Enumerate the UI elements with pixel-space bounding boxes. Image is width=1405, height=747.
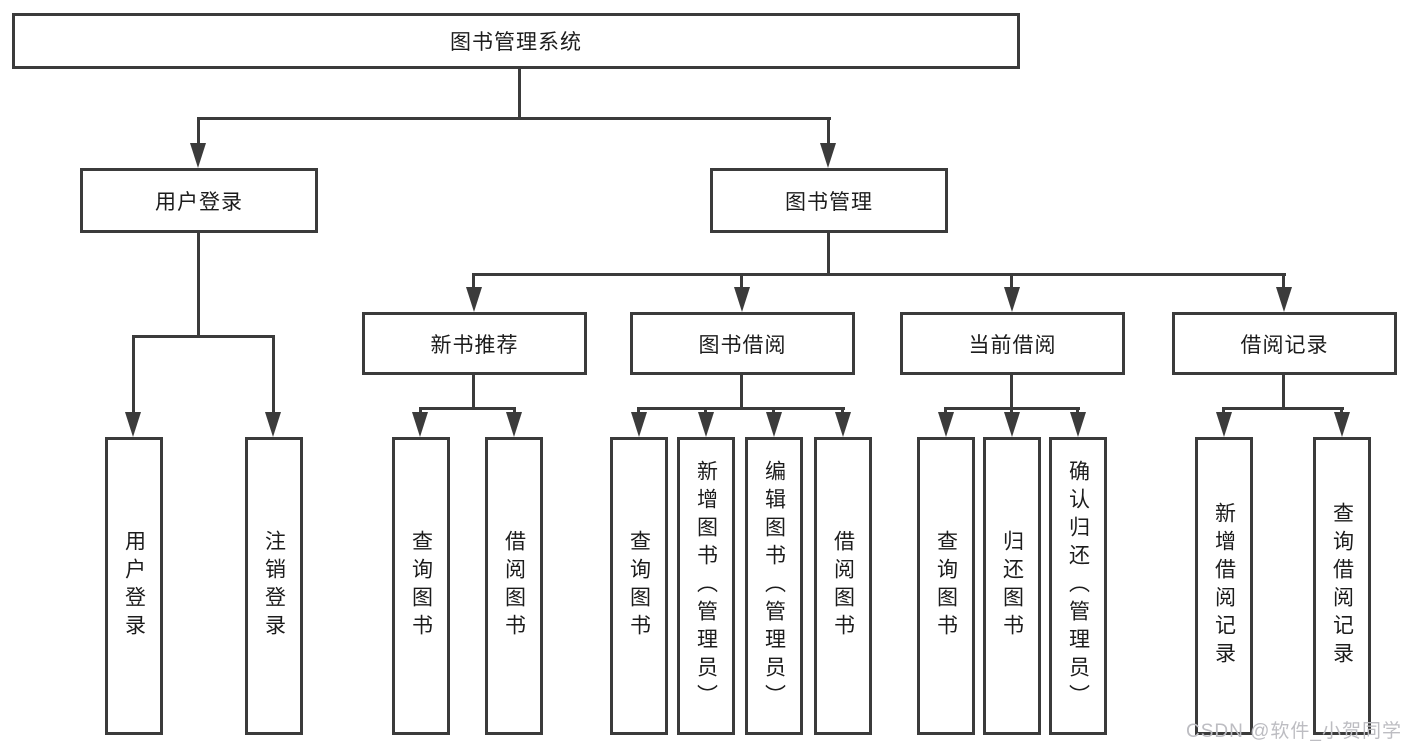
arrowhead-down-icon <box>835 412 851 437</box>
node-confirm-return-admin: 确认归还（管理员） <box>1049 437 1107 735</box>
arrowhead-down-icon <box>412 412 428 437</box>
node-query-borrow-record: 查询借阅记录 <box>1313 437 1371 735</box>
user-login-branch-line <box>132 335 275 338</box>
node-new-book-recommend: 新书推荐 <box>362 312 587 375</box>
arrowhead-down-icon <box>466 287 482 312</box>
connector-line <box>197 117 200 146</box>
connector-line <box>637 407 640 415</box>
connector-line <box>827 117 830 146</box>
node-query-books-borrowing: 查询图书 <box>610 437 668 735</box>
records-branch-line <box>1222 407 1344 410</box>
csdn-watermark: CSDN @软件_小贺同学 <box>1186 721 1402 742</box>
new-book-branch-line <box>419 407 516 410</box>
node-user-login: 用户登录 <box>80 168 318 233</box>
records-stub-line <box>1282 375 1285 407</box>
node-query-books-recommend: 查询图书 <box>392 437 450 735</box>
arrowhead-down-icon <box>1004 412 1020 437</box>
arrowhead-down-icon <box>125 412 141 437</box>
new-book-stub-line <box>472 375 475 407</box>
connector-line <box>1076 407 1079 415</box>
node-query-books-current: 查询图书 <box>917 437 975 735</box>
connector-line <box>1010 407 1013 415</box>
node-add-borrow-record: 新增借阅记录 <box>1195 437 1253 735</box>
book-management-stub-line <box>827 233 830 273</box>
arrowhead-down-icon <box>506 412 522 437</box>
node-edit-books-admin: 编辑图书（管理员） <box>745 437 803 735</box>
connector-line <box>272 335 275 415</box>
node-current-borrowing: 当前借阅 <box>900 312 1125 375</box>
node-return-books: 归还图书 <box>983 437 1041 735</box>
arrowhead-down-icon <box>938 412 954 437</box>
connector-line <box>772 407 775 415</box>
node-borrowing-records: 借阅记录 <box>1172 312 1397 375</box>
arrowhead-down-icon <box>1276 287 1292 312</box>
arrowhead-down-icon <box>698 412 714 437</box>
arrowhead-down-icon <box>766 412 782 437</box>
connector-line <box>1222 407 1225 415</box>
connector-line <box>1010 273 1013 289</box>
node-borrow-books-borrowing: 借阅图书 <box>814 437 872 735</box>
connector-line <box>132 335 135 415</box>
connector-line <box>704 407 707 415</box>
root-stub-line <box>518 69 521 117</box>
arrowhead-down-icon <box>820 143 836 168</box>
node-add-books-admin: 新增图书（管理员） <box>677 437 735 735</box>
current-borrowing-stub-line <box>1010 375 1013 407</box>
arrowhead-down-icon <box>734 287 750 312</box>
level3-branch-line <box>472 273 1286 276</box>
connector-line <box>472 273 475 289</box>
book-borrowing-stub-line <box>740 375 743 407</box>
arrowhead-down-icon <box>1070 412 1086 437</box>
arrowhead-down-icon <box>265 412 281 437</box>
arrowhead-down-icon <box>190 143 206 168</box>
node-logout-action: 注销登录 <box>245 437 303 735</box>
connector-line <box>1282 273 1285 289</box>
book-borrowing-branch-line <box>637 407 845 410</box>
connector-line <box>944 407 947 415</box>
node-book-borrowing: 图书借阅 <box>630 312 855 375</box>
connector-line <box>513 407 516 415</box>
level2-branch-line <box>197 117 831 120</box>
arrowhead-down-icon <box>1334 412 1350 437</box>
user-login-stub-line <box>197 233 200 335</box>
node-borrow-books-recommend: 借阅图书 <box>485 437 543 735</box>
node-user-login-action: 用户登录 <box>105 437 163 735</box>
connector-line <box>419 407 422 415</box>
node-book-management: 图书管理 <box>710 168 948 233</box>
connector-line <box>740 273 743 289</box>
arrowhead-down-icon <box>1004 287 1020 312</box>
arrowhead-down-icon <box>1216 412 1232 437</box>
node-library-management-system: 图书管理系统 <box>12 13 1020 69</box>
connector-line <box>1340 407 1343 415</box>
connector-line <box>841 407 844 415</box>
arrowhead-down-icon <box>631 412 647 437</box>
